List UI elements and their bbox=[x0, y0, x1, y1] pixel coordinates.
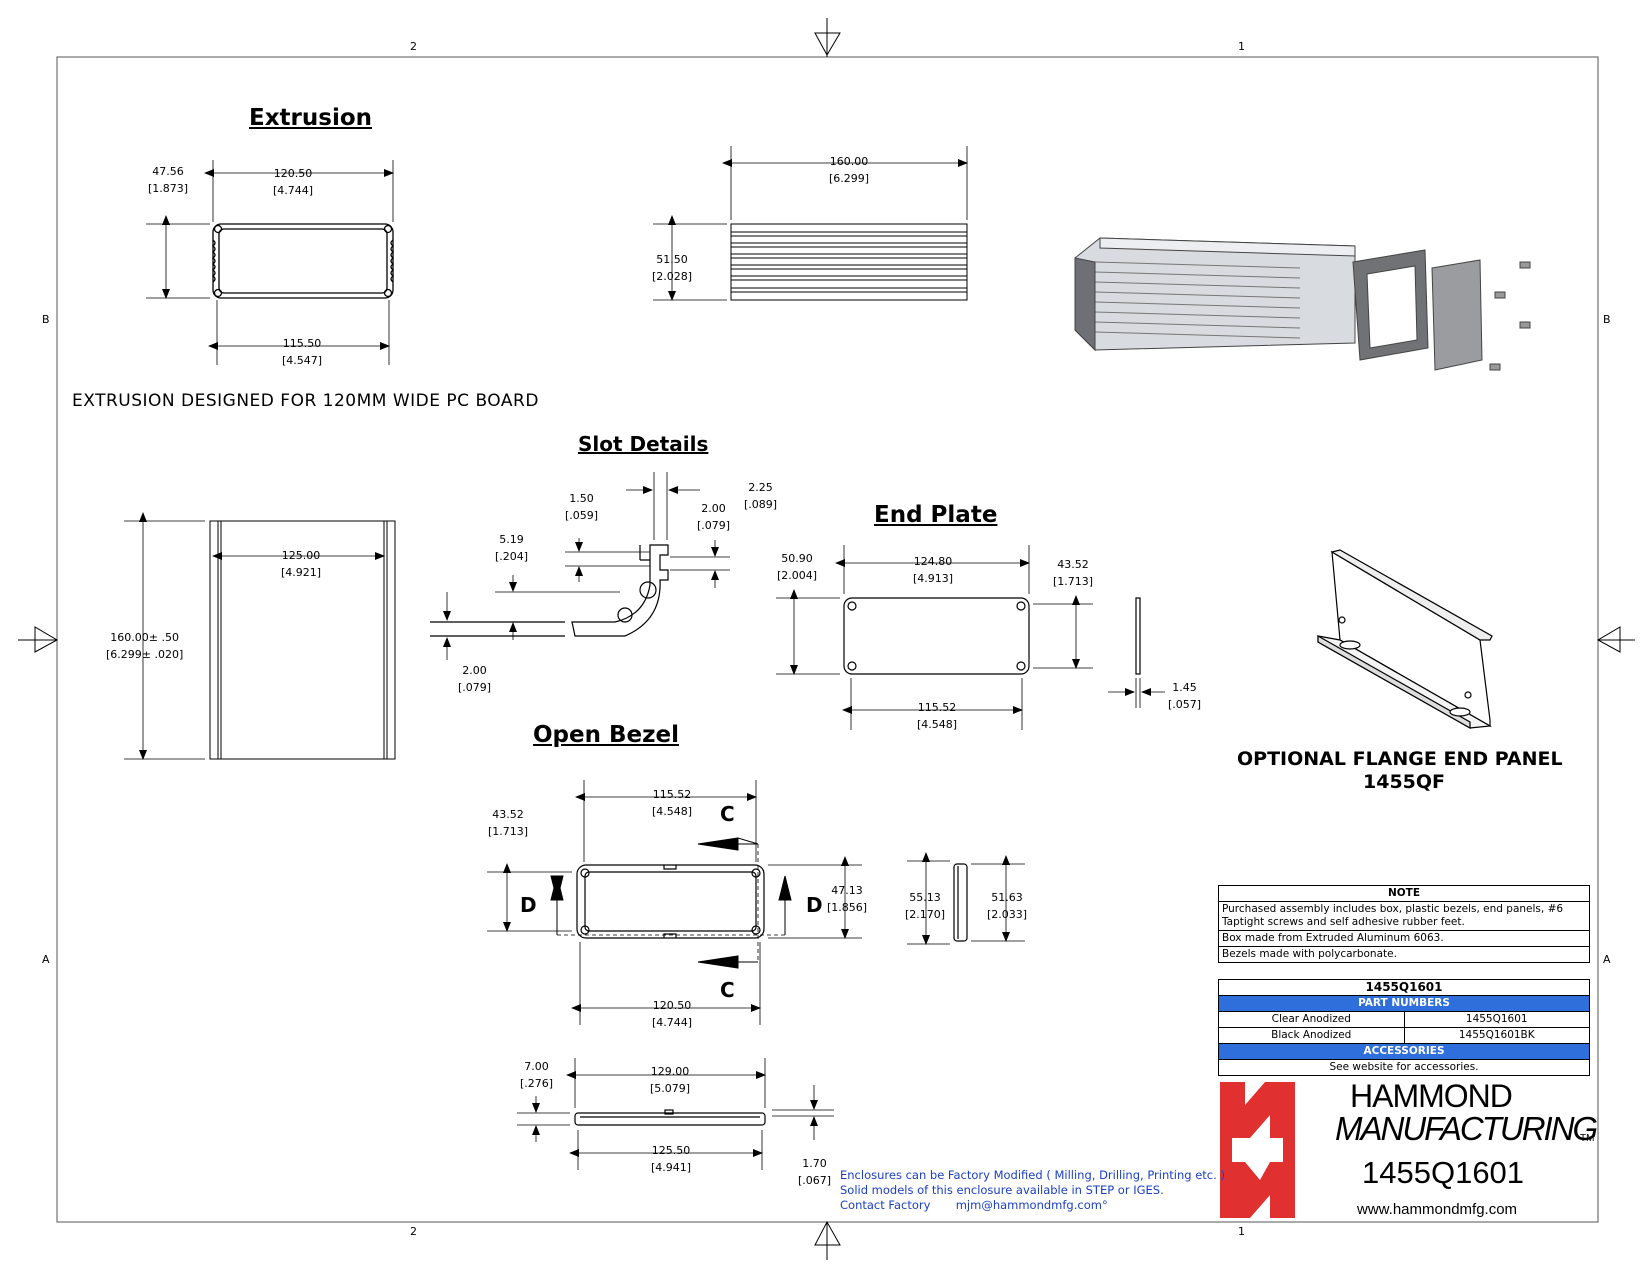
brand-part-number: 1455Q1601 bbox=[1362, 1155, 1525, 1190]
hammond-logo bbox=[1220, 1082, 1295, 1218]
heading-open-bezel: Open Bezel bbox=[533, 722, 679, 748]
note-table: NOTE Purchased assembly includes box, pl… bbox=[1218, 885, 1590, 963]
open-bezel-view bbox=[576, 863, 968, 942]
dim-top-length: 160.00± .50[6.299± .020] bbox=[106, 631, 184, 661]
brand-name-line2: MANUFACTURING bbox=[1335, 1110, 1598, 1147]
flange-label-line2: 1455QF bbox=[1363, 771, 1446, 793]
accessories-text: See website for accessories. bbox=[1218, 1059, 1590, 1076]
dim-endplate-width-bottom: 115.52[4.548] bbox=[917, 701, 958, 731]
section-mark-c-bottom: C bbox=[720, 978, 735, 1002]
part-finish-black: Black Anodized bbox=[1218, 1027, 1405, 1044]
dim-top-width: 125.00[4.921] bbox=[281, 549, 322, 579]
footer-line-1: Enclosures can be Factory Modified ( Mil… bbox=[840, 1168, 1225, 1182]
heading-extrusion: Extrusion bbox=[249, 105, 373, 131]
dim-bezel-width-top: 115.52[4.548] bbox=[652, 788, 693, 818]
dim-ext-width-top: 120.50[4.744] bbox=[273, 167, 314, 197]
side-view-dims bbox=[653, 146, 968, 301]
end-plate-dims bbox=[776, 545, 1165, 730]
zone-label-top-left: 2 bbox=[410, 40, 417, 53]
dim-bezel-profile-height: 7.00[.276] bbox=[520, 1060, 554, 1090]
top-view-dims bbox=[124, 512, 385, 760]
extrusion-side-view bbox=[730, 223, 968, 301]
dim-bezel-height: 43.52[1.713] bbox=[488, 808, 529, 838]
zone-label-bottom-left: 2 bbox=[410, 1225, 417, 1238]
footer-line-3: Contact Factory mjm@hammondmfg.com° bbox=[840, 1198, 1225, 1213]
dim-slot-b: 2.25[.089] bbox=[744, 481, 778, 511]
bezel-profile-view bbox=[574, 1109, 766, 1126]
dim-ext-width-bottom: 115.50[4.547] bbox=[282, 337, 323, 367]
dim-bezel-width-bottom: 120.50[4.744] bbox=[652, 999, 693, 1029]
factory-modification-note: Enclosures can be Factory Modified ( Mil… bbox=[840, 1168, 1225, 1213]
contact-email-link[interactable]: mjm@hammondmfg.com° bbox=[955, 1198, 1108, 1212]
dim-side-length: 160.00[6.299] bbox=[829, 155, 870, 185]
parts-table-title: 1455Q1601 bbox=[1218, 979, 1590, 996]
exploded-assembly-view bbox=[1074, 237, 1531, 371]
dim-endplate-height: 50.90[2.004] bbox=[777, 552, 818, 582]
zone-label-b-right: B bbox=[1603, 313, 1611, 326]
section-mark-c-top: C bbox=[720, 802, 735, 826]
dim-slot-a: 1.50[.059] bbox=[565, 492, 599, 522]
dim-ext-height: 47.56[1.873] bbox=[148, 165, 189, 195]
section-mark-d-right: D bbox=[806, 893, 823, 917]
footer-line-2: Solid models of this enclosure available… bbox=[840, 1183, 1164, 1197]
dim-bezel-profile-thickness: 1.70[.067] bbox=[798, 1157, 832, 1187]
dim-endplate-thickness: 1.45[.057] bbox=[1168, 681, 1202, 711]
note-row: Bezels made with polycarbonate. bbox=[1218, 946, 1590, 963]
dim-bezel-profile-width-bottom: 125.50[4.941] bbox=[651, 1144, 692, 1174]
dim-bezel-height-2: 47.13[1.856] bbox=[827, 884, 868, 914]
extrusion-pcb-note: EXTRUSION DESIGNED FOR 120MM WIDE PC BOA… bbox=[72, 391, 539, 411]
zone-label-b-left: B bbox=[42, 313, 50, 326]
zone-label-a-right: A bbox=[1603, 953, 1611, 966]
part-number-black: 1455Q1601BK bbox=[1403, 1027, 1590, 1044]
heading-slot-details: Slot Details bbox=[578, 432, 709, 456]
part-numbers-header: PART NUMBERS bbox=[1218, 995, 1590, 1012]
section-mark-d-left: D bbox=[520, 893, 537, 917]
part-numbers-table: 1455Q1601 PART NUMBERS Clear Anodized 14… bbox=[1218, 979, 1590, 1076]
note-row: Purchased assembly includes box, plastic… bbox=[1218, 901, 1590, 931]
brand-name-line1: HAMMOND bbox=[1350, 1078, 1513, 1114]
extrusion-top-view bbox=[209, 520, 396, 760]
part-finish-clear: Clear Anodized bbox=[1218, 1011, 1405, 1028]
dim-slot-d: 5.19[.204] bbox=[495, 533, 529, 563]
slot-dims bbox=[443, 472, 730, 660]
brand-tm: TM bbox=[1580, 1133, 1595, 1144]
dim-side-height: 51.50[2.028] bbox=[652, 253, 693, 283]
note-row: Box made from Extruded Aluminum 6063. bbox=[1218, 930, 1590, 947]
extrusion-dims bbox=[146, 160, 394, 365]
end-plate-view bbox=[843, 597, 1141, 675]
flange-panel-view bbox=[1317, 549, 1493, 730]
dim-endplate-width-top: 124.80[4.913] bbox=[913, 555, 954, 585]
dim-bezel-profile-width-top: 129.00[5.079] bbox=[650, 1065, 691, 1095]
dim-slot-e: 2.00[.079] bbox=[458, 664, 492, 694]
bezel-profile-dims bbox=[517, 1058, 834, 1170]
extrusion-profile bbox=[211, 223, 395, 299]
centering-marks bbox=[18, 18, 1635, 1260]
zone-label-top-right: 1 bbox=[1238, 40, 1245, 53]
dim-bezel-side-a: 55.13[2.170] bbox=[905, 891, 946, 921]
part-number-clear: 1455Q1601 bbox=[1403, 1011, 1590, 1028]
slot-detail-profile bbox=[430, 544, 669, 637]
contact-label: Contact Factory bbox=[840, 1198, 931, 1212]
brand-website-link[interactable]: www.hammondmfg.com bbox=[1357, 1201, 1518, 1218]
heading-end-plate: End Plate bbox=[874, 502, 998, 528]
dim-endplate-height-2: 43.52[1.713] bbox=[1053, 558, 1094, 588]
accessories-header: ACCESSORIES bbox=[1218, 1043, 1590, 1060]
note-table-title: NOTE bbox=[1218, 885, 1590, 902]
open-bezel-section-arrows bbox=[550, 837, 792, 969]
open-bezel-dims bbox=[487, 780, 1025, 1025]
zone-label-bottom-right: 1 bbox=[1238, 1225, 1245, 1238]
dim-slot-c: 2.00[.079] bbox=[697, 502, 731, 532]
dim-bezel-side-b: 51.63[2.033] bbox=[987, 891, 1028, 921]
flange-label-line1: OPTIONAL FLANGE END PANEL bbox=[1237, 748, 1563, 770]
zone-label-a-left: A bbox=[42, 953, 50, 966]
